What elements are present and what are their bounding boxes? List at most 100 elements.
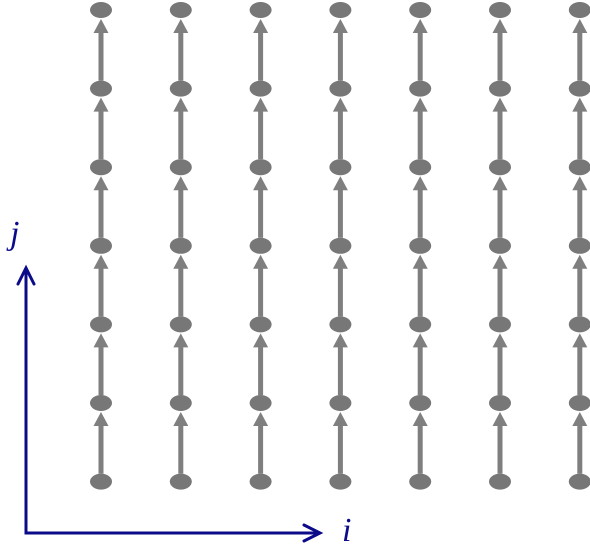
dependence-arrow bbox=[412, 333, 428, 395]
iteration-node bbox=[249, 80, 272, 97]
arrow-head bbox=[173, 333, 189, 348]
iteration-node bbox=[329, 395, 352, 411]
dependence-arrow bbox=[253, 97, 269, 160]
iteration-node bbox=[249, 473, 272, 490]
arrow-head bbox=[93, 176, 109, 191]
arrow-head bbox=[93, 254, 109, 269]
dependence-arrow bbox=[253, 412, 269, 474]
iteration-node bbox=[489, 395, 511, 411]
iteration-node bbox=[249, 316, 272, 333]
iteration-node bbox=[568, 316, 590, 333]
axes bbox=[16, 264, 324, 543]
i-axis-arrowhead bbox=[302, 523, 324, 543]
iteration-node bbox=[568, 80, 590, 97]
iteration-node bbox=[90, 316, 112, 333]
iteration-node bbox=[568, 237, 590, 254]
arrow-head bbox=[412, 176, 428, 191]
iteration-node bbox=[489, 80, 511, 97]
arrow-head bbox=[572, 19, 588, 33]
dependence-arrow bbox=[492, 19, 508, 81]
arrow-head bbox=[492, 333, 508, 348]
dependence-arrow bbox=[332, 19, 348, 81]
dependence-arrow bbox=[492, 254, 508, 317]
dependence-arrow bbox=[412, 176, 428, 238]
dependence-arrow bbox=[412, 254, 428, 317]
dependence-arrow bbox=[492, 176, 508, 238]
iteration-node bbox=[489, 316, 511, 333]
arrow-head bbox=[253, 176, 269, 191]
dependence-arrow bbox=[173, 412, 189, 474]
dependence-arrow bbox=[412, 19, 428, 81]
dependence-arrow bbox=[412, 412, 428, 474]
arrow-head bbox=[253, 97, 269, 112]
iteration-node bbox=[169, 316, 192, 333]
arrow-head bbox=[492, 97, 508, 112]
arrow-head bbox=[412, 254, 428, 269]
dependence-arrow bbox=[572, 19, 588, 81]
arrow-head bbox=[492, 176, 508, 191]
iteration-node bbox=[249, 2, 272, 18]
arrow-head bbox=[253, 333, 269, 348]
iteration-node bbox=[489, 159, 511, 176]
arrow-head bbox=[332, 97, 348, 112]
iteration-node bbox=[568, 473, 590, 490]
arrow-head bbox=[253, 254, 269, 269]
iteration-grid bbox=[90, 2, 590, 490]
dependence-arrow bbox=[253, 19, 269, 81]
dependence-arrow bbox=[253, 333, 269, 395]
iteration-node bbox=[169, 237, 192, 254]
dependence-arrow bbox=[173, 19, 189, 81]
dependence-arrow bbox=[173, 333, 189, 395]
iteration-node bbox=[329, 2, 352, 18]
arrow-head bbox=[572, 412, 588, 426]
dependence-arrow bbox=[492, 412, 508, 474]
arrow-head bbox=[332, 176, 348, 191]
dependence-arrow bbox=[93, 333, 109, 395]
arrow-head bbox=[173, 19, 189, 33]
dependence-arrow bbox=[332, 333, 348, 395]
iteration-node bbox=[329, 237, 352, 254]
iteration-node bbox=[568, 395, 590, 411]
iteration-node bbox=[329, 473, 352, 490]
arrow-head bbox=[173, 176, 189, 191]
iteration-node bbox=[90, 2, 112, 18]
dependence-arrow bbox=[93, 254, 109, 317]
iteration-node bbox=[249, 237, 272, 254]
arrow-head bbox=[93, 97, 109, 112]
iteration-node bbox=[90, 473, 112, 490]
iteration-node bbox=[409, 473, 432, 490]
dependence-arrow bbox=[332, 254, 348, 317]
iteration-node bbox=[489, 2, 511, 18]
iteration-node bbox=[568, 2, 590, 18]
dependence-arrow bbox=[572, 333, 588, 395]
iteration-node bbox=[249, 159, 272, 176]
arrow-head bbox=[572, 333, 588, 348]
iteration-node bbox=[409, 80, 432, 97]
arrow-head bbox=[332, 254, 348, 269]
iteration-node bbox=[169, 80, 192, 97]
dependence-arrow bbox=[93, 412, 109, 474]
dependence-arrow bbox=[332, 97, 348, 160]
arrow-head bbox=[332, 412, 348, 426]
iteration-node bbox=[169, 2, 192, 18]
dependence-arrow bbox=[173, 254, 189, 317]
arrow-head bbox=[492, 19, 508, 33]
iteration-node bbox=[169, 159, 192, 176]
iteration-node bbox=[90, 395, 112, 411]
iteration-node bbox=[169, 395, 192, 411]
arrow-head bbox=[572, 176, 588, 191]
dependence-arrow bbox=[93, 176, 109, 238]
dependence-arrow bbox=[93, 97, 109, 160]
i-axis-label: i bbox=[342, 512, 351, 549]
arrow-head bbox=[332, 19, 348, 33]
iteration-node bbox=[169, 473, 192, 490]
dependence-arrow bbox=[492, 333, 508, 395]
iteration-node bbox=[249, 395, 272, 411]
iteration-node bbox=[90, 159, 112, 176]
arrow-head bbox=[93, 412, 109, 426]
dependence-arrow bbox=[332, 412, 348, 474]
j-axis-arrowhead bbox=[16, 264, 36, 286]
dependence-arrow bbox=[492, 97, 508, 160]
dependence-arrow bbox=[412, 97, 428, 160]
